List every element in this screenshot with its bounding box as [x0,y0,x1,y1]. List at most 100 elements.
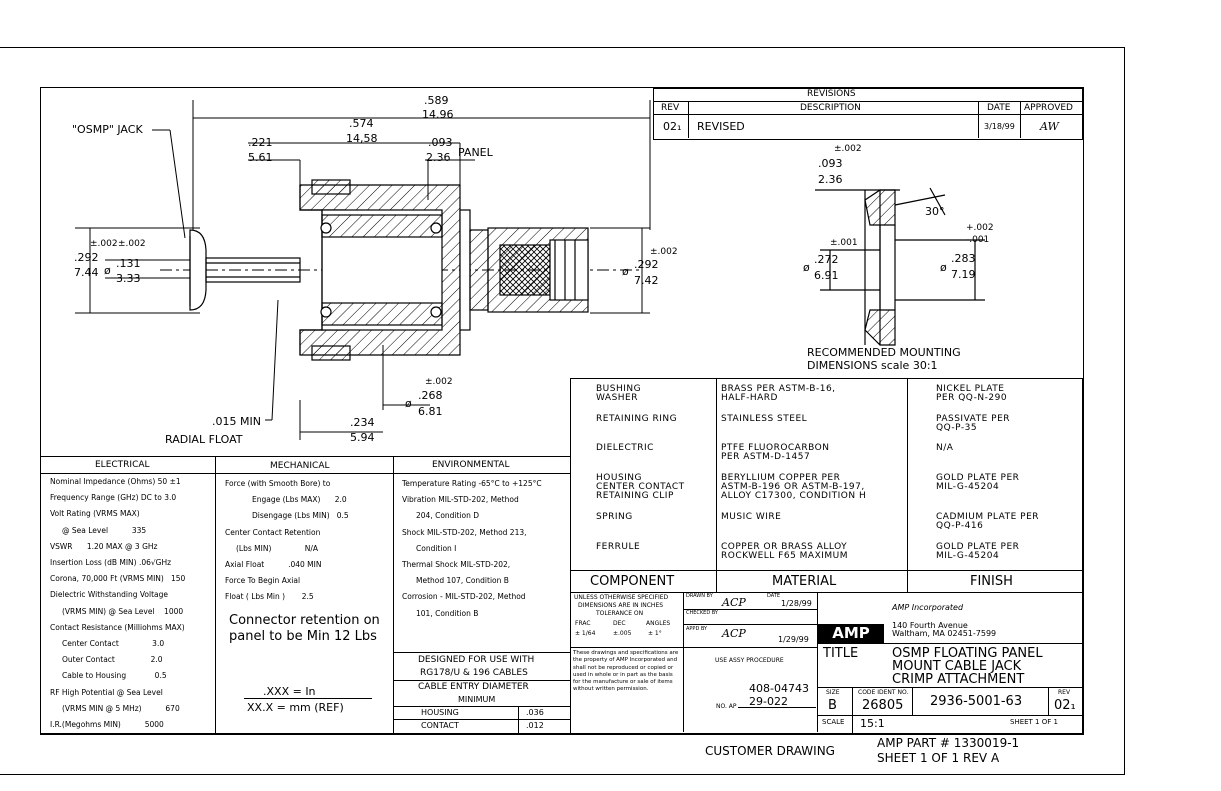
dim-561: 5.61 [248,151,273,164]
material-finish-cell: GOLD PLATE PER MIL-G-45204 [936,473,1020,492]
rev-date: 3/18/99 [984,122,1015,131]
electrical-header: ELECTRICAL [95,460,150,470]
osmp-jack-label: "OSMP" JACK [72,123,143,136]
electrical-row: Center Contact 3.0 [62,639,165,648]
rev-approved: AW [1040,120,1059,133]
rev-col-rev: REV [661,103,680,113]
r-dim-272: .272 [814,253,839,266]
material-component-cell: BUSHING WASHER [596,384,642,403]
address-2: Waltham, MA 02451-7599 [892,629,997,638]
phi-268: ø [405,397,412,410]
electrical-row: Volt Rating (VRMS MAX) [50,509,140,519]
mechanical-header: MECHANICAL [270,461,330,471]
material-material-cell: MUSIC WIRE [721,512,782,522]
angles-label: ANGLES [646,620,671,627]
material-finish-cell: N/A [936,443,954,453]
panel-label: PANEL [458,146,493,159]
electrical-row: I.R.(Megohms MIN) 5000 [50,720,164,729]
material-component-cell: DIELECTRIC [596,443,654,453]
r-dim-283: .283 [951,252,976,265]
material-component-cell: RETAINING RING [596,414,678,424]
mechanical-row: Float ( Lbs Min ) 2.5 [225,592,314,602]
electrical-row: Cable to Housing 0.5 [62,671,167,681]
materials-header-component: COMPONENT [590,574,675,589]
dim-236: 2.36 [426,151,451,164]
dim-268: .268 [418,389,443,402]
r-angle-30: 30° [925,205,945,218]
dim-744: 7.44 [74,266,99,279]
r-tol-minus: -.001 [966,235,990,245]
customer-drawing: CUSTOMER DRAWING [705,744,835,758]
title-label: TITLE [823,646,859,661]
dim-292b: .292 [634,258,659,271]
tol-131: ±.002 [118,239,146,249]
date-label: DATE [767,593,781,599]
material-material-cell: STAINLESS STEEL [721,414,808,424]
dim-333: 3.33 [116,272,141,285]
dec-value: ±.005 [613,630,632,637]
mechanical-row: Disengage (Lbs MIN) 0.5 [252,511,349,521]
dim-742: 7.42 [634,274,659,287]
tol-268: ±.002 [425,377,453,387]
dim-681: 6.81 [418,405,443,418]
frac-label: FRAC [575,620,591,627]
environmental-row: Vibration MIL-STD-202, Method [402,495,519,505]
environmental-row: Temperature Rating -65°C to +125°C [402,479,542,488]
dim-1458: 14,58 [346,132,378,145]
electrical-row: Frequency Range (GHz) DC to 3.0 [50,493,177,503]
housing-value: .036 [526,708,544,717]
frac-value: ± 1/64 [575,630,596,637]
sheet-rev: SHEET 1 OF 1 REV A [877,751,1000,765]
rev-value-tb: 02₁ [1054,698,1076,713]
dim-221: .221 [248,136,273,149]
rev-col-approved: APPROVED [1024,103,1073,113]
housing-label: HOUSING [421,708,459,717]
electrical-row: VSWR 1.20 MAX @ 3 GHz [50,541,158,551]
revisions-title: REVISIONS [807,89,856,99]
contact-value: .012 [526,721,544,730]
material-material-cell: BERYLLIUM COPPER PER ASTM-B-196 OR ASTM-… [721,473,867,501]
amp-incorporated: AMP Incorporated [892,603,964,612]
electrical-row: Dielectric Withstanding Voltage [50,590,169,600]
procedure-1: 408-04743 [749,682,809,695]
electrical-row: Insertion Loss (dB MIN) .06√GHz [50,558,172,567]
mechanical-row: Force To Begin Axial [225,576,301,586]
part-number: 2936-5001-63 [930,694,1023,709]
no-ap-label: NO. AP [716,703,737,710]
phi-131: ø [104,264,111,277]
r-phi-283: ø [940,261,947,274]
environmental-row: Shock MIL-STD-202, Method 213, [402,527,527,537]
sheet-top-border [0,47,1125,48]
units-inch: .XXX = In [263,685,316,698]
cable-entry: CABLE ENTRY DIAMETER [418,682,529,692]
proprietary-notice: These drawings and specifications are th… [573,650,679,693]
tol-292a: ±.002 [90,239,118,249]
material-component-cell: FERRULE [596,542,641,552]
mechanical-row: Axial Float .040 MIN [225,560,322,569]
tol-292b: ±.002 [650,247,678,257]
electrical-row: @ Sea Level 335 [62,525,147,535]
phi-292b: ø [622,265,629,278]
sheet-right-border [1124,47,1125,775]
use-assy-procedure: USE ASSY PROCEDURE [715,657,784,664]
environmental-row: Thermal Shock MIL-STD-202, [402,560,511,569]
designed-for-2: RG178/U & 196 CABLES [420,668,528,678]
r-tol-272: ±.001 [830,238,858,248]
title-block [570,592,1083,734]
units-mm: XX.X = mm (REF) [247,701,344,714]
electrical-row: (VRMS MIN) @ Sea Level 1000 [62,606,184,616]
material-finish-cell: PASSIVATE PER QQ-P-35 [936,414,1011,433]
mechanical-row: Force (with Smooth Bore) to [225,479,331,488]
material-component-cell: SPRING [596,512,633,522]
title-line-2: MOUNT CABLE JACK [892,659,1022,674]
rev-value: 02₁ [663,120,682,133]
unless-2: DIMENSIONS ARE IN INCHES [578,602,664,609]
size-label: SIZE [826,689,840,696]
r-phi-272: ø [803,261,810,274]
scale-value: 15:1 [860,717,885,730]
drawn-date: 1/28/99 [781,599,812,608]
electrical-row: Corona, 70,000 Ft (VRMS MIN) 150 [50,574,186,584]
retention-note-2: panel to be Min 12 Lbs [229,629,377,644]
electrical-row: Nominal Impedance (Ohms) 50 ±1 [50,477,181,486]
electrical-row: RF High Potential @ Sea Level [50,687,163,697]
